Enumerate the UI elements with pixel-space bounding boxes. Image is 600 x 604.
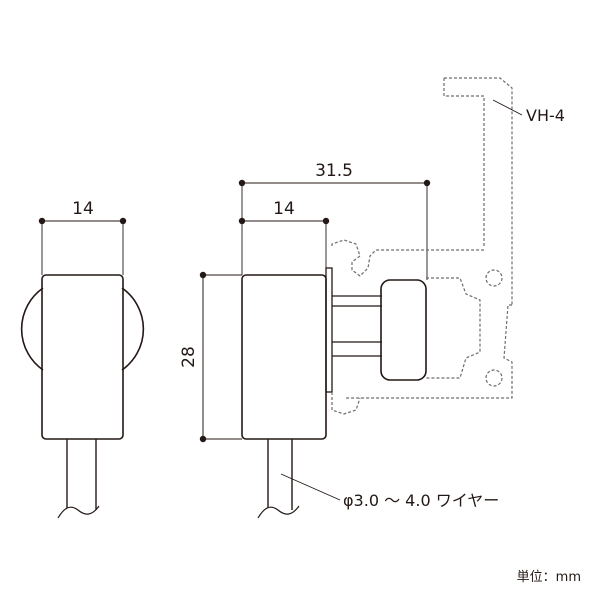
front-view-body: [41, 274, 124, 440]
side-view-plate: [325, 267, 333, 393]
rail-hole-top: [485, 269, 503, 287]
rail-left-lower: [331, 392, 361, 415]
vh4-leader: [492, 99, 523, 116]
wire-leader: [280, 473, 341, 501]
side-dim-total-dot-right: [423, 179, 431, 187]
side-height-label: 28: [179, 346, 199, 368]
rail-vh4: VH-4: [331, 77, 565, 415]
rail-hook: [443, 77, 513, 305]
unit-label: 単位：mm: [517, 569, 581, 585]
side-view: 31.5 14 28: [179, 161, 431, 519]
side-dim-height-dot-top: [199, 271, 207, 279]
front-width-label: 14: [72, 199, 94, 219]
front-view-wire-break: [57, 505, 100, 519]
side-dim-width-dot-right: [322, 217, 330, 225]
front-view: 14: [20, 199, 145, 519]
side-view-wire-break: [257, 505, 300, 519]
wire-label: φ3.0 ～ 4.0 ワイヤー: [343, 491, 499, 510]
front-dim-dot-right: [119, 217, 127, 225]
rail-top-edge: [331, 239, 484, 277]
side-view-body: [241, 274, 327, 440]
side-dim-total-dot-left: [238, 179, 246, 187]
rail-right-edge: [346, 304, 513, 399]
side-total-label: 31.5: [315, 161, 353, 181]
side-width-label: 14: [273, 199, 295, 219]
side-dim-width-dot-left: [238, 217, 246, 225]
vh4-label: VH-4: [526, 106, 565, 125]
rail-inner-channel: [426, 277, 481, 379]
front-view-disc: [20, 287, 145, 371]
rail-hole-bottom: [485, 369, 503, 387]
side-dim-height-dot-bottom: [199, 435, 207, 443]
side-view-knob: [380, 279, 427, 381]
front-dim-dot-left: [38, 217, 46, 225]
wire-callout: φ3.0 ～ 4.0 ワイヤー: [280, 473, 499, 510]
